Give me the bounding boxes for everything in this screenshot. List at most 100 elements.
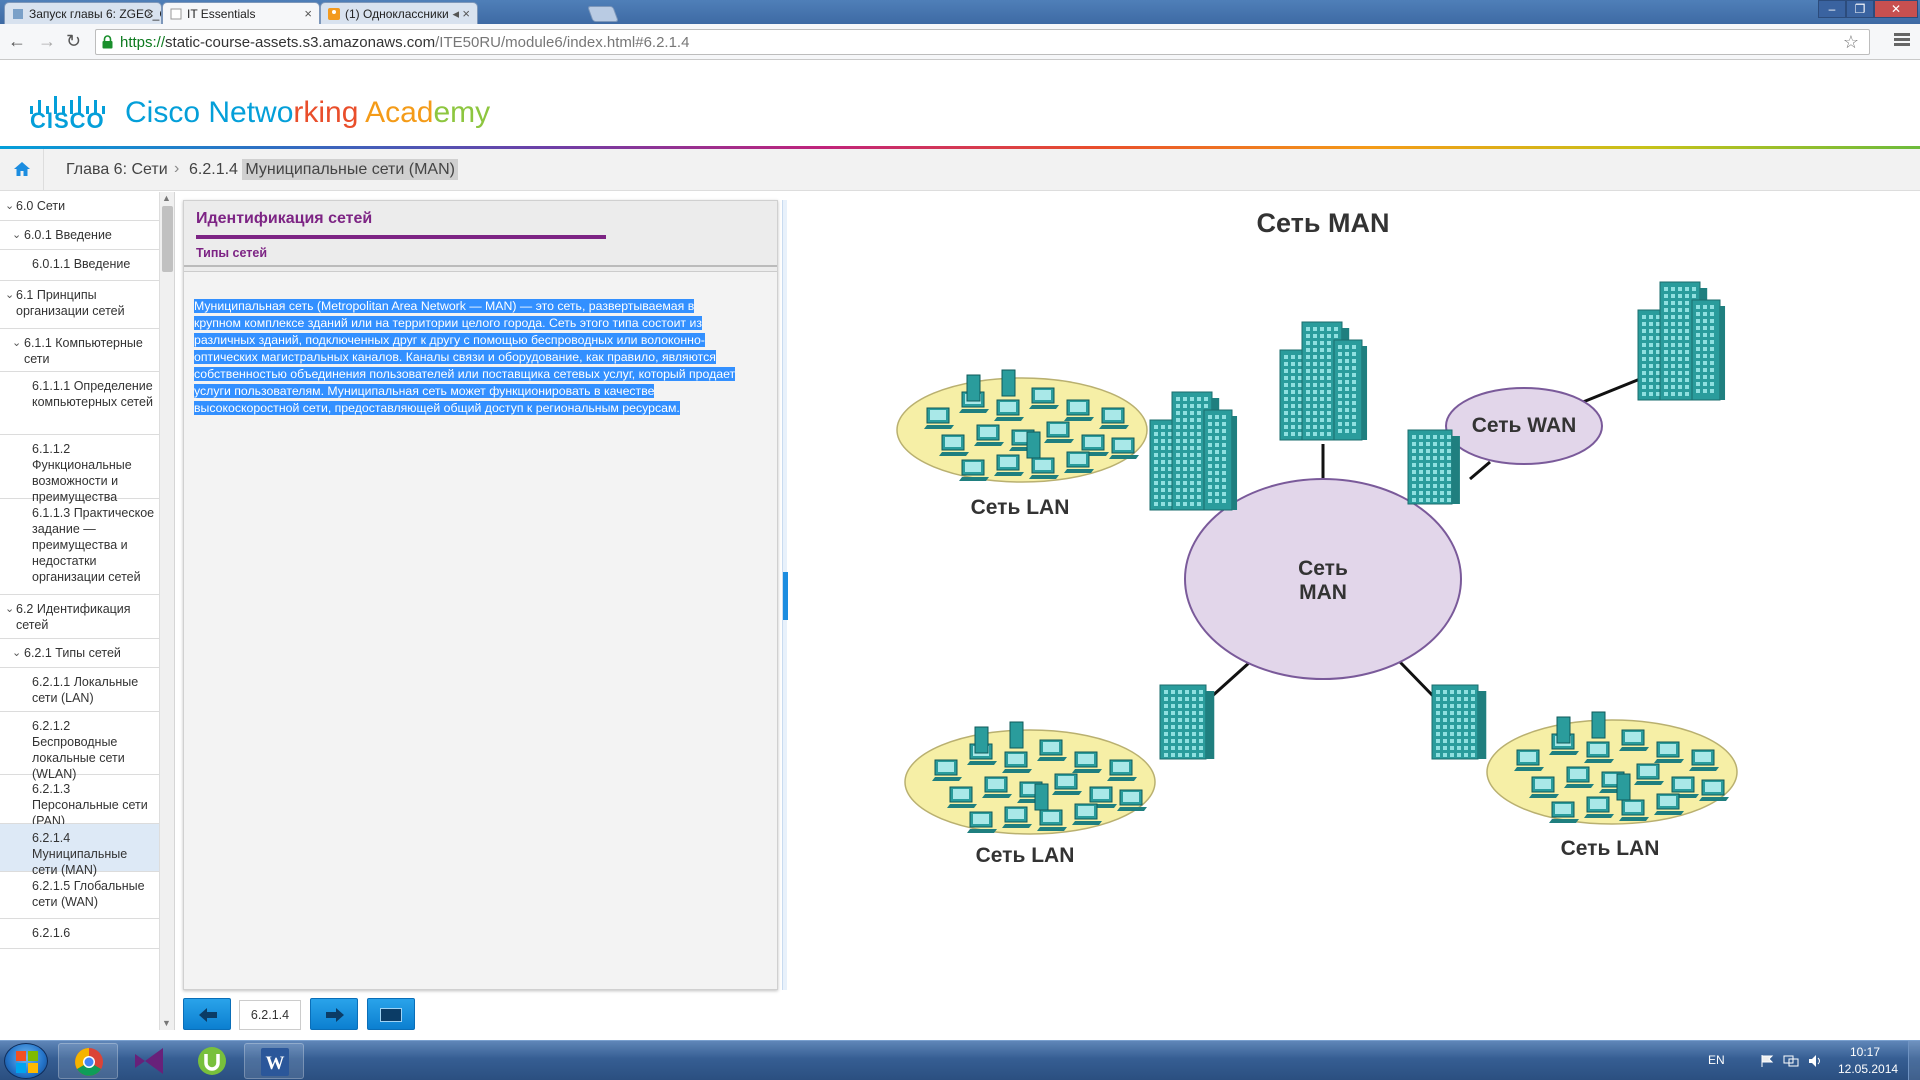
man-link xyxy=(1469,460,1491,481)
computer-icon xyxy=(1549,801,1579,823)
computer-icon xyxy=(1514,749,1544,771)
page-navigation: 6.2.1.4 xyxy=(183,998,783,1032)
volume-icon[interactable] xyxy=(1808,1054,1824,1068)
fullscreen-button[interactable] xyxy=(367,998,415,1030)
sidebar-scroll-thumb[interactable] xyxy=(162,206,173,272)
office-tower-icon xyxy=(1333,339,1368,441)
browser-tab-strip: Запуск главы 6: ZGEC_GR × IT Essentials … xyxy=(0,0,1920,24)
sidebar-item[interactable]: 6.2.1.2 Беспроводные локальные сети (WLA… xyxy=(0,712,159,781)
sidebar-item[interactable]: 6.2.1.3 Персональные сети (PAN) xyxy=(0,775,159,828)
man-label-line1: Сеть xyxy=(1298,557,1348,580)
next-page-button[interactable] xyxy=(310,998,358,1030)
sidebar-item[interactable]: 6.0.1.1 Введение xyxy=(0,250,159,281)
computer-icon xyxy=(1037,739,1067,761)
arrow-left-icon xyxy=(199,1008,217,1022)
taskbar-chrome[interactable] xyxy=(58,1043,118,1079)
panel-body: Муниципальная сеть (Metropolitan Area Ne… xyxy=(184,271,777,989)
sidebar-item[interactable]: ⌄6.1.1 Компьютерные сети xyxy=(0,329,159,372)
bookmark-star-icon[interactable]: ☆ xyxy=(1842,32,1859,52)
browser-tab-2[interactable]: IT Essentials × xyxy=(162,2,320,24)
sidebar-item[interactable]: ⌄6.2 Идентификация сетей xyxy=(0,595,159,639)
lan-label: Сеть LAN xyxy=(970,496,1070,519)
sidebar-item[interactable]: 6.1.1.3 Практическое задание — преимущес… xyxy=(0,499,159,595)
computer-icon xyxy=(1564,766,1594,788)
scroll-up-icon[interactable]: ▲ xyxy=(162,193,171,203)
computer-icon xyxy=(1107,759,1137,781)
chrome-icon xyxy=(75,1048,103,1076)
header-rainbow-rule xyxy=(0,146,1920,149)
scroll-down-icon[interactable]: ▼ xyxy=(162,1018,171,1028)
academy-title-part: rking xyxy=(293,96,366,129)
clock-time[interactable]: 10:17 xyxy=(1850,1045,1881,1059)
new-tab-button[interactable] xyxy=(587,6,619,22)
lan-label: Сеть LAN xyxy=(1560,837,1660,860)
chevron-down-icon: ⌄ xyxy=(12,647,22,659)
chevron-down-icon: ⌄ xyxy=(5,603,15,615)
computer-icon xyxy=(1109,437,1139,459)
home-button[interactable] xyxy=(0,149,44,191)
breadcrumb-chapter[interactable]: Глава 6: Сети xyxy=(66,161,168,178)
close-tab-icon[interactable]: × xyxy=(462,6,470,21)
server-icon xyxy=(1591,711,1606,739)
close-tab-icon[interactable]: × xyxy=(146,6,154,21)
chevron-down-icon: ⌄ xyxy=(12,337,22,349)
sidebar-item[interactable]: ⌄6.0 Сети xyxy=(0,192,159,221)
browser-menu-icon[interactable] xyxy=(1894,33,1910,47)
computer-icon xyxy=(1699,779,1729,801)
panel-paragraph: Муниципальная сеть (Metropolitan Area Ne… xyxy=(194,298,770,417)
panel-resize-handle[interactable] xyxy=(783,572,788,620)
paragraph-line: собственностью объединения пользователей… xyxy=(194,367,736,381)
wan-cloud xyxy=(1445,387,1603,465)
sidebar-item[interactable]: 6.2.1.6 xyxy=(0,919,159,949)
computer-icon xyxy=(974,424,1004,446)
academy-title-part: emy xyxy=(433,96,491,129)
taskbar-visual-studio[interactable] xyxy=(120,1043,180,1079)
forward-arrow-icon[interactable]: → xyxy=(38,31,56,51)
utorrent-icon xyxy=(198,1047,226,1075)
computer-icon xyxy=(1002,806,1032,828)
sidebar-item[interactable]: ⌄6.1 Принципы организации сетей xyxy=(0,281,159,329)
content-panel: Идентификация сетей Типы сетей Муниципал… xyxy=(183,200,778,990)
computer-icon xyxy=(1117,789,1147,811)
server-icon xyxy=(1616,773,1631,801)
browser-tab-1[interactable]: Запуск главы 6: ZGEC_GR × xyxy=(4,2,162,24)
windows-start-button[interactable] xyxy=(4,1043,48,1079)
browser-tab-3-title: (1) Одноклассники xyxy=(345,7,449,21)
action-center-flag-icon[interactable] xyxy=(1760,1054,1774,1068)
sidebar-item-label: 6.1.1 Компьютерные сети xyxy=(24,336,143,366)
sidebar-item[interactable]: 6.1.1.2 Функциональные возможности и пре… xyxy=(0,435,159,504)
diagram-icons xyxy=(924,281,1729,833)
paragraph-line: крупном комплексе зданий или на территор… xyxy=(194,316,702,330)
computer-icon xyxy=(1044,421,1074,443)
reload-icon[interactable]: ↻ xyxy=(66,31,82,51)
breadcrumb-separator: › xyxy=(174,160,180,177)
sidebar-item[interactable]: 6.2.1.5 Глобальные сети (WAN) xyxy=(0,872,159,919)
sidebar-item[interactable]: 6.2.1.4 Муниципальные сети (MAN) xyxy=(0,824,159,877)
maximize-window-button[interactable]: ❐ xyxy=(1846,0,1874,18)
close-tab-icon[interactable]: × xyxy=(304,6,312,21)
academy-title[interactable]: Cisco Networking Academy xyxy=(125,96,490,130)
office-tower-icon xyxy=(1203,409,1238,511)
show-desktop-button[interactable] xyxy=(1908,1041,1920,1080)
sidebar-scrollbar[interactable]: ▲ ▼ xyxy=(159,192,174,1030)
taskbar-word[interactable]: W xyxy=(244,1043,304,1079)
back-arrow-icon[interactable]: ← xyxy=(8,31,26,51)
sidebar-item[interactable]: 6.1.1.1 Определение компьютерных сетей xyxy=(0,372,159,435)
taskbar-utorrent[interactable] xyxy=(182,1043,242,1079)
address-bar[interactable]: https://static-course-assets.s3.amazonaw… xyxy=(95,29,1870,55)
network-icon[interactable] xyxy=(1783,1054,1799,1068)
sidebar-item[interactable]: ⌄6.0.1 Введение xyxy=(0,221,159,250)
computer-icon xyxy=(1634,763,1664,785)
sidebar-item-label: 6.0.1.1 Введение xyxy=(32,257,131,271)
previous-page-button[interactable] xyxy=(183,998,231,1030)
page-favicon-icon xyxy=(13,9,23,19)
close-window-button[interactable]: ✕ xyxy=(1874,0,1918,18)
computer-icon xyxy=(947,786,977,808)
input-language[interactable]: EN xyxy=(1708,1053,1725,1067)
clock-date[interactable]: 12.05.2014 xyxy=(1838,1062,1899,1076)
chevron-down-icon: ⌄ xyxy=(5,289,15,301)
sidebar-item[interactable]: ⌄6.2.1 Типы сетей xyxy=(0,639,159,668)
browser-tab-3[interactable]: (1) Одноклассники ◂ × xyxy=(320,2,478,24)
sidebar-item[interactable]: 6.2.1.1 Локальные сети (LAN) xyxy=(0,668,159,712)
minimize-window-button[interactable]: – xyxy=(1818,0,1846,18)
